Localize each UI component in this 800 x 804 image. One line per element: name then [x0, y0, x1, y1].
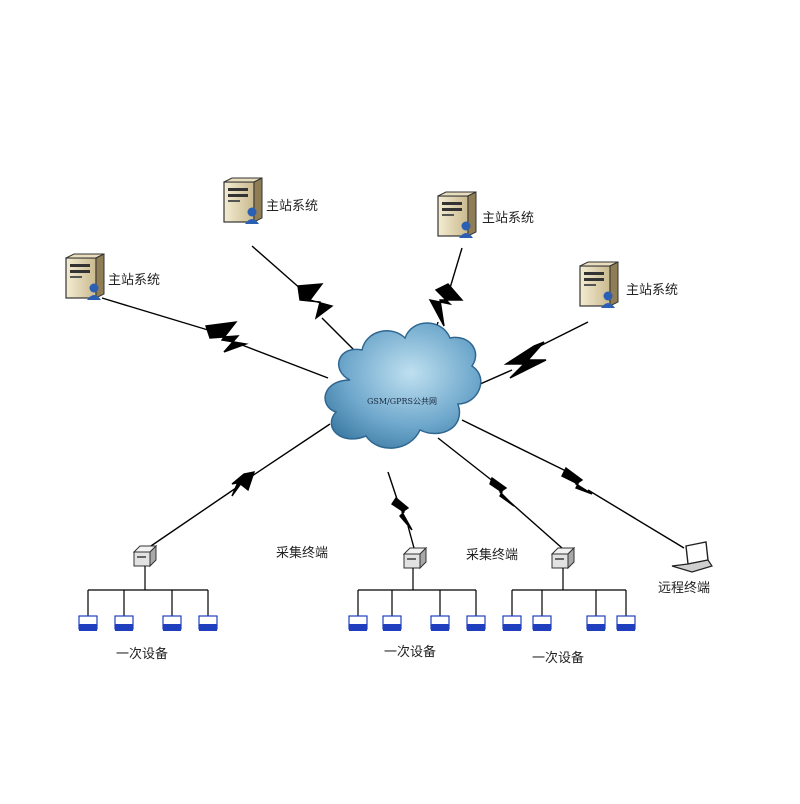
primary-device-icon — [382, 615, 402, 632]
master-station-4-label: 主站系统 — [626, 283, 678, 298]
primary-device-icon — [616, 615, 636, 632]
collector-label-1: 采集终端 — [276, 545, 328, 561]
collector-terminal-icon — [403, 547, 427, 569]
server-user-icon — [579, 261, 619, 309]
server-user-icon — [437, 191, 477, 239]
master-station-3: 主站系统 — [437, 191, 534, 239]
primary-device-icon — [114, 615, 134, 632]
link-collector-3 — [437, 437, 563, 549]
primary-device-icon — [348, 615, 368, 632]
collector-terminal-2 — [403, 547, 427, 569]
primary-device-icon — [78, 615, 98, 632]
cloud-icon — [324, 322, 482, 449]
primary-device-icon — [502, 615, 522, 632]
device-label-2: 一次设备 — [384, 644, 436, 660]
master-station-2-label: 主站系统 — [266, 199, 318, 214]
laptop-icon — [671, 541, 713, 573]
collector-terminal-1 — [133, 545, 157, 567]
master-station-2: 主站系统 — [223, 177, 318, 225]
device-group-2 — [357, 568, 477, 616]
network-label: GSM/GPRS公共网 — [367, 397, 437, 406]
link-master-station-2 — [251, 245, 367, 363]
collector-label-2: 采集终端 — [466, 547, 518, 563]
server-user-icon — [223, 177, 263, 225]
primary-device-icon — [430, 615, 450, 632]
link-master-station-4 — [461, 321, 589, 393]
remote-terminal: 远程终端 — [658, 541, 713, 596]
primary-devices — [78, 615, 636, 632]
collector-terminal-3 — [551, 547, 575, 569]
primary-device-icon — [162, 615, 182, 632]
collector-terminal-icon — [551, 547, 575, 569]
link-master-station-1 — [101, 297, 329, 379]
primary-device-icon — [466, 615, 486, 632]
server-user-icon — [65, 253, 105, 301]
device-group-1 — [87, 566, 209, 616]
primary-device-icon — [532, 615, 552, 632]
device-group-3 — [511, 568, 627, 616]
primary-device-icon — [586, 615, 606, 632]
link-collector-2 — [387, 471, 415, 549]
device-label-3: 一次设备 — [532, 650, 584, 666]
collector-terminal-icon — [133, 545, 157, 567]
link-collector-1 — [147, 423, 331, 549]
master-station-1: 主站系统 — [65, 253, 160, 301]
master-station-1-label: 主站系统 — [108, 273, 160, 288]
remote-terminal-label: 远程终端 — [658, 580, 710, 596]
master-station-3-label: 主站系统 — [482, 211, 534, 226]
master-station-4: 主站系统 — [579, 261, 678, 309]
link-remote-terminal — [461, 419, 685, 549]
device-label-1: 一次设备 — [116, 646, 168, 662]
primary-device-icon — [198, 615, 218, 632]
wireless-links — [101, 245, 685, 549]
